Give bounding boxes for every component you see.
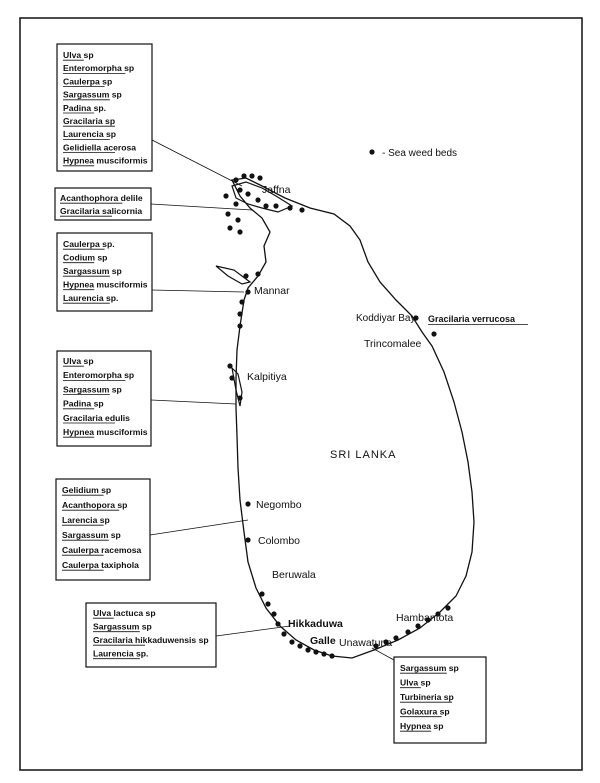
species-name: Golaxura sp	[400, 707, 450, 717]
species-name: Laurencia sp.	[63, 293, 118, 303]
species-name: Gelidium sp	[62, 485, 111, 495]
species-name: Enteromorpha sp	[63, 63, 134, 73]
species-name: Hypnea sp	[400, 721, 443, 731]
legend-label: - Sea weed beds	[382, 148, 457, 159]
species-name: Ulva sp	[63, 50, 94, 60]
species-name: Enteromorpha sp	[63, 370, 134, 380]
species-name: Sargassum sp	[63, 266, 122, 276]
legend-dot	[369, 149, 375, 155]
species-name: Caulerpa sp	[63, 76, 112, 86]
species-name: Codium sp	[63, 253, 107, 263]
place-label: Negombo	[256, 499, 302, 511]
species-box-mannar	[56, 232, 153, 312]
east-species-label: Gracilaria verrucosa	[428, 314, 516, 324]
species-name: Ulva sp	[63, 356, 94, 366]
species-name: Sargassum sp	[93, 622, 152, 632]
sri-lanka-outline	[231, 177, 475, 659]
place-label: Kalpitiya	[247, 371, 287, 383]
species-name: Caulerpa racemosa	[62, 545, 142, 555]
country-label: SRI LANKA	[330, 449, 396, 461]
species-name: Ulva sp	[400, 678, 431, 688]
species-name: Caulerpa sp.	[63, 239, 115, 249]
species-name: Sargassum sp	[62, 530, 121, 540]
place-label: Galle	[310, 635, 336, 647]
place-label: Hambantota	[396, 612, 453, 624]
species-name: Gelidiella acerosa	[63, 142, 136, 152]
species-box-negombo	[55, 478, 151, 581]
place-label: Trincomalee	[364, 338, 422, 350]
leader-lines	[149, 139, 395, 661]
species-text-layer: Ulva sp Enteromorpha sp Caulerpa sp Sargass…	[60, 50, 459, 732]
species-name: Hypnea musciformis	[63, 156, 148, 166]
species-name: Turbineria sp	[400, 692, 454, 702]
species-name: Hypnea musciformis	[63, 280, 148, 290]
species-name: Laurencia sp.	[93, 649, 148, 659]
species-name: Ulva lactuca sp	[93, 608, 156, 618]
species-name: Sargassum sp	[63, 384, 122, 394]
place-label: Unawatuna	[339, 637, 392, 649]
species-name: Padina sp	[63, 399, 104, 409]
place-label: Mannar	[254, 285, 290, 297]
species-box-jaffna	[56, 43, 153, 172]
place-label: Jaffna	[262, 184, 291, 196]
place-label: Beruwala	[272, 569, 316, 581]
seaweed-bed-dots	[223, 173, 451, 659]
species-name: Gracilaria salicornia	[60, 206, 142, 216]
species-name: Sargassum sp	[63, 90, 122, 100]
species-name: Acanthophora delile	[60, 193, 143, 203]
page-frame	[19, 17, 583, 771]
place-label: Koddiyar Bay	[356, 313, 415, 324]
species-box-hikkaduwa	[85, 602, 217, 668]
place-label: Hikkaduwa	[288, 618, 343, 630]
species-box-south	[393, 656, 487, 744]
place-label: Colombo	[258, 535, 300, 547]
species-name: Caulerpa taxiphola	[62, 560, 139, 570]
species-box-kalpitiya	[56, 350, 152, 447]
jaffna-peninsula	[231, 181, 294, 213]
species-name: Gracilaria edulis	[63, 413, 130, 423]
species-name: Acanthopora sp	[62, 500, 127, 510]
species-name: Gracilaria sp	[63, 116, 115, 126]
mannar-island	[215, 265, 252, 285]
species-name: Sargassum sp	[400, 663, 459, 673]
species-name: Hypnea musciformis	[63, 427, 148, 437]
species-name: Larencia sp	[62, 515, 110, 525]
species-box-jaffna-lagoon	[54, 187, 152, 221]
species-name: Laurencia sp	[63, 129, 116, 139]
species-name: Gracilaria hikkaduwensis sp	[93, 635, 209, 645]
species-name: Padina sp.	[63, 103, 106, 113]
